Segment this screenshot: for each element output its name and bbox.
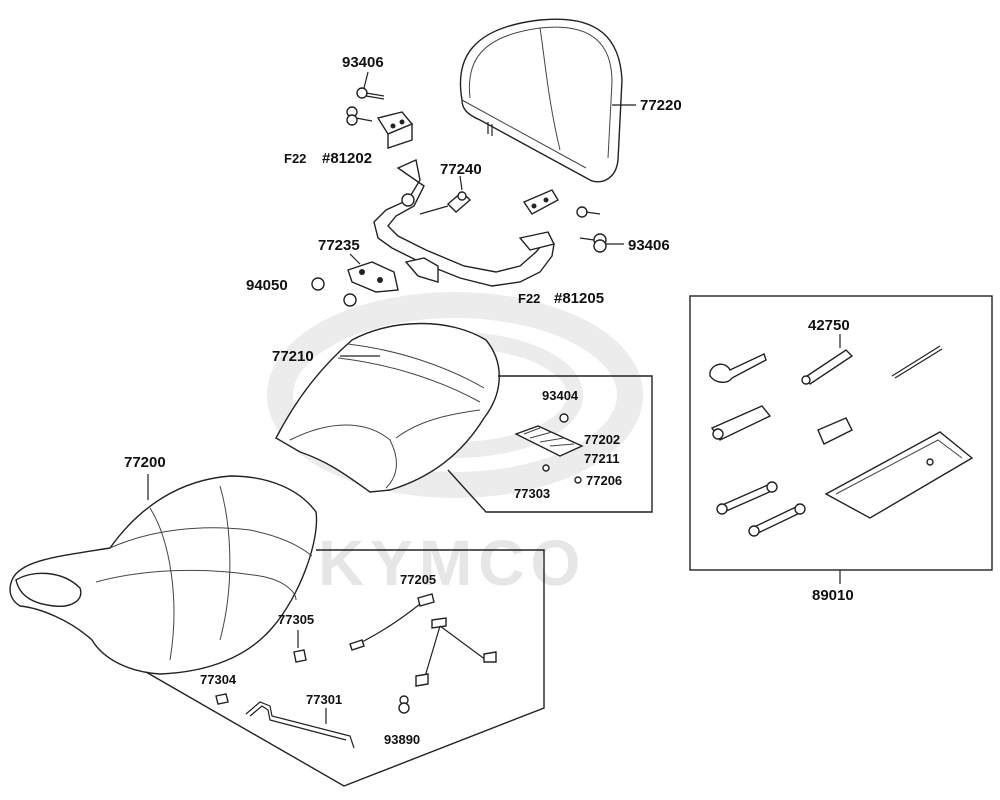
label-77235: 77235 <box>318 237 360 254</box>
label-93406-right: 93406 <box>628 237 670 254</box>
label-93406-top: 93406 <box>342 54 384 71</box>
label-77200: 77200 <box>124 454 166 471</box>
label-81205: #81205 <box>554 290 604 307</box>
label-77240: 77240 <box>440 161 482 178</box>
toolkit-box <box>689 295 993 571</box>
rod-77301 <box>245 701 355 749</box>
tool-blade <box>891 345 943 379</box>
rear-seat-77210 <box>275 322 500 493</box>
label-77303: 77303 <box>514 486 550 501</box>
cables-77205 <box>349 593 497 687</box>
screw-93890 <box>398 695 410 714</box>
label-77305: 77305 <box>278 612 314 627</box>
label-77301: 77301 <box>306 692 342 707</box>
tool-hook-spanner <box>709 353 767 383</box>
latch-77235 <box>347 261 399 293</box>
label-89010: 89010 <box>812 587 854 604</box>
label-77220: 77220 <box>640 97 682 114</box>
backrest-frame <box>373 159 556 287</box>
label-77304: 77304 <box>200 672 237 687</box>
clip-77305 <box>293 649 307 663</box>
callout-box-77202 <box>447 375 653 513</box>
label-81202: #81202 <box>322 150 372 167</box>
clip-77304 <box>215 693 229 705</box>
tool-pouch <box>824 431 974 519</box>
callout-box-77205 <box>145 549 545 787</box>
backrest-77220 <box>459 18 623 183</box>
nuts-94050 <box>311 277 357 307</box>
label-77206: 77206 <box>586 473 622 488</box>
label-94050: 94050 <box>246 277 288 294</box>
label-77205: 77205 <box>400 572 436 587</box>
bracket-upper-left <box>376 111 414 149</box>
label-77210: 77210 <box>272 348 314 365</box>
label-f22-a: F22 <box>284 151 306 166</box>
tool-socket-wrench <box>710 405 772 441</box>
label-77202: 77202 <box>584 432 620 447</box>
tool-wrench-a <box>716 481 778 515</box>
plate-77202 <box>514 413 584 484</box>
front-seat-77200 <box>9 475 318 675</box>
label-42750: 42750 <box>808 317 850 334</box>
bracket-right <box>522 189 559 215</box>
watermark-text: KYMCO <box>318 527 586 599</box>
label-93404: 93404 <box>542 388 579 403</box>
bolts-93406-top <box>346 71 385 126</box>
label-93890: 93890 <box>384 732 420 747</box>
tool-screwdriver <box>801 349 854 385</box>
label-77211: 77211 <box>584 451 619 466</box>
tool-socket <box>817 417 853 445</box>
lock-77240 <box>419 191 472 215</box>
tool-wrench-b <box>748 503 806 537</box>
label-f22-b: F22 <box>518 291 540 306</box>
bolts-93406-right <box>576 206 624 253</box>
